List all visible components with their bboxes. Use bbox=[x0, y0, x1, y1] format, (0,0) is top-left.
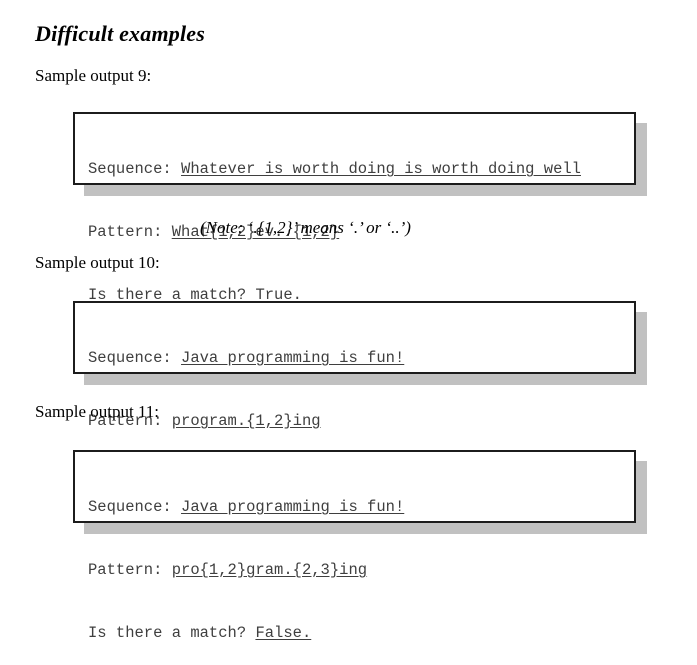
pattern-line: Pattern: What{1,2}ev..{1,2} bbox=[88, 222, 628, 243]
pattern-label: Pattern: bbox=[88, 412, 172, 430]
match-line: Is there a match? True. bbox=[88, 285, 628, 306]
sequence-value: Java programming is fun! bbox=[181, 498, 405, 516]
match-label: Is there a match? bbox=[88, 624, 256, 642]
match-value: False. bbox=[255, 624, 312, 642]
pattern-value: program.{1,2}ing bbox=[171, 412, 321, 430]
pattern-line: Pattern: program.{1,2}ing bbox=[88, 411, 628, 432]
sample-output-9-label: Sample output 9: bbox=[35, 66, 152, 85]
sample-output-11-box: Sequence: Java programming is fun! Patte… bbox=[73, 450, 636, 642]
pattern-line: Pattern: pro{1,2}gram.{2,3}ing bbox=[88, 560, 628, 581]
sequence-label: Sequence: bbox=[88, 349, 182, 367]
match-line: Is there a match? False. bbox=[88, 623, 628, 644]
sample-output-11-label: Sample output 11: bbox=[35, 402, 160, 421]
match-value: True. bbox=[255, 286, 302, 304]
sequence-value: Whatever is worth doing is worth doing w… bbox=[181, 160, 581, 178]
sample-output-10-label: Sample output 10: bbox=[35, 253, 160, 272]
note-text: (Note: ‘.{1,2}’ means ‘.’ or ‘..’) bbox=[200, 218, 411, 237]
sequence-line: Sequence: Java programming is fun! bbox=[88, 348, 628, 369]
pattern-value: pro{1,2}gram.{2,3}ing bbox=[171, 561, 368, 579]
sequence-label: Sequence: bbox=[88, 498, 182, 516]
pattern-label: Pattern: bbox=[88, 223, 172, 241]
sample-output-10-box: Sequence: Java programming is fun! Patte… bbox=[73, 301, 636, 493]
pattern-value: What{1,2}ev..{1,2} bbox=[171, 223, 340, 241]
match-label: Is there a match? bbox=[88, 286, 256, 304]
sequence-value: Java programming is fun! bbox=[181, 349, 405, 367]
sequence-line: Sequence: Whatever is worth doing is wor… bbox=[88, 159, 628, 180]
pattern-label: Pattern: bbox=[88, 561, 172, 579]
sequence-label: Sequence: bbox=[88, 160, 182, 178]
page-title: Difficult examples bbox=[35, 21, 206, 46]
sample-output-9-box: Sequence: Whatever is worth doing is wor… bbox=[73, 112, 636, 304]
sequence-line: Sequence: Java programming is fun! bbox=[88, 497, 628, 518]
